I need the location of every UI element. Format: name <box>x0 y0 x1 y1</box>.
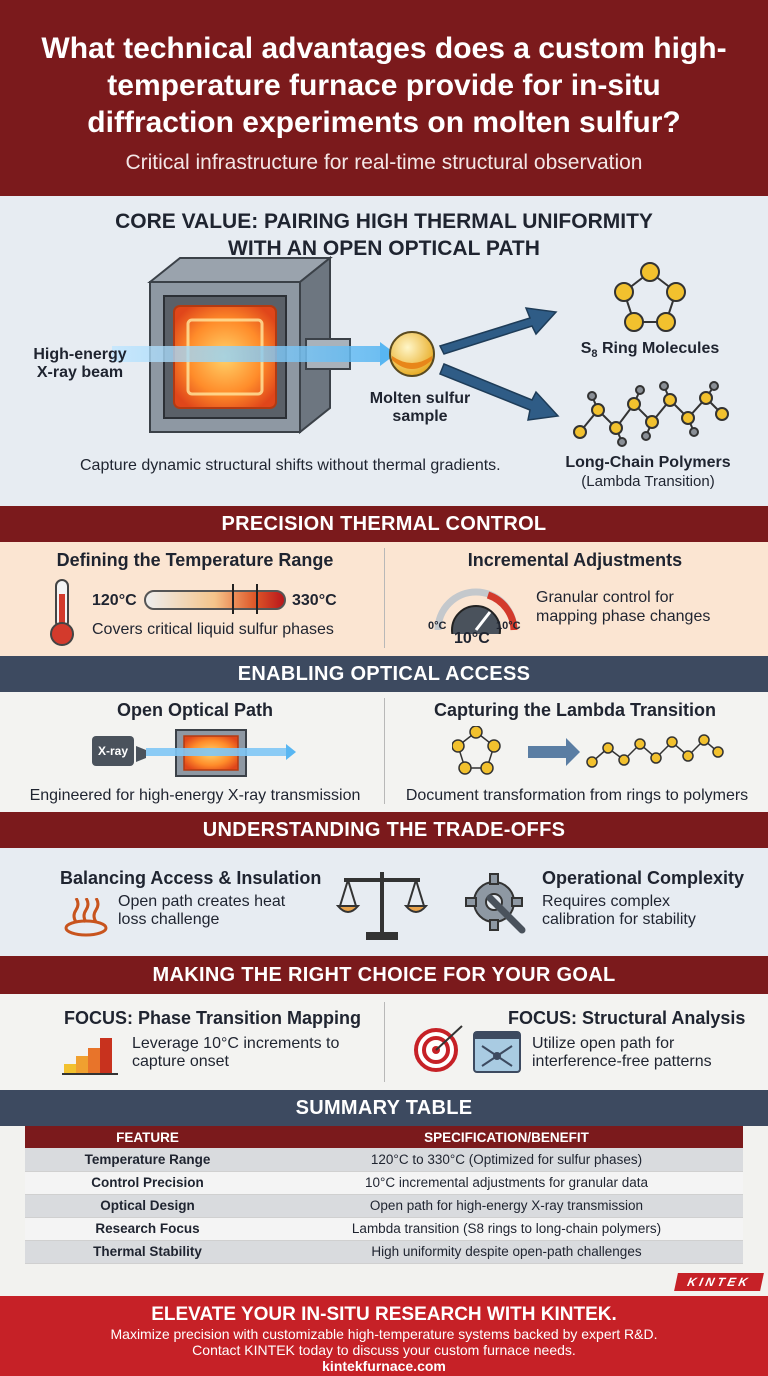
arrow-to-rings <box>438 307 558 355</box>
focus-mapping-title: FOCUS: Phase Transition Mapping <box>64 1008 362 1028</box>
balancing-text-2: loss challenge <box>118 911 220 928</box>
choice-section: FOCUS: Phase Transition Mapping Leverage… <box>0 994 768 1090</box>
header: What technical advantages does a custom … <box>0 0 768 196</box>
focus-mapping-text-2: capture onset <box>132 1053 229 1070</box>
thermal-band: PRECISION THERMAL CONTROL <box>0 506 768 542</box>
incremental-text-2: mapping phase changes <box>536 608 711 625</box>
s8-ring-icon <box>614 262 686 332</box>
arrow-to-polymers <box>439 363 560 421</box>
table-cell-feature: Optical Design <box>25 1194 270 1218</box>
polymer-label: Long-Chain Polymers <box>565 454 731 471</box>
divider <box>384 548 385 648</box>
table-row: Control Precision 10°C incremental adjus… <box>25 1171 743 1195</box>
table-cell-spec: 10°C incremental adjustments for granula… <box>270 1171 743 1195</box>
incremental-title: Incremental Adjustments <box>467 550 683 570</box>
dial-max: 10°C <box>496 620 521 632</box>
temp-range-title: Defining the Temperature Range <box>56 550 334 570</box>
dial-value: 10°C <box>454 630 490 647</box>
table-row: Research Focus Lambda transition (S8 rin… <box>25 1217 743 1241</box>
table-row: Temperature Range 120°C to 330°C (Optimi… <box>25 1148 743 1172</box>
balancing-title: Balancing Access & Insulation <box>60 868 322 888</box>
focus-mapping-text-1: Leverage 10°C increments to <box>132 1035 340 1052</box>
focus-structural-title: FOCUS: Structural Analysis <box>508 1008 746 1028</box>
footer-cta: ELEVATE YOUR IN-SITU RESEARCH WITH KINTE… <box>0 1296 768 1376</box>
page-title: What technical advantages does a custom … <box>41 32 727 139</box>
mini-furnace-icon <box>136 729 296 777</box>
core-title-line2: WITH AN OPEN OPTICAL PATH <box>228 237 540 260</box>
table-row: Thermal Stability High uniformity despit… <box>25 1240 743 1264</box>
focus-structural-text-2: interference-free patterns <box>532 1053 712 1070</box>
complexity-title: Operational Complexity <box>542 868 745 888</box>
furnace-diagram <box>112 255 729 447</box>
table-cell-feature: Thermal Stability <box>25 1240 270 1264</box>
xray-source-box: X-ray <box>92 736 134 766</box>
balancing-text-1: Open path creates heat <box>118 893 286 910</box>
polymer-chain-icon <box>573 381 729 447</box>
table-cell-spec: Lambda transition (S8 rings to long-chai… <box>270 1217 743 1241</box>
core-caption: Capture dynamic structural shifts withou… <box>80 457 501 474</box>
footer-website-link[interactable]: kintekfurnace.com <box>322 1358 446 1374</box>
page-subtitle: Critical infrastructure for real-time st… <box>125 151 643 174</box>
target-and-pattern-icon <box>414 1025 521 1073</box>
choice-band: MAKING THE RIGHT CHOICE FOR YOUR GOAL <box>0 956 768 994</box>
divider <box>384 1002 385 1082</box>
summary-table: FEATURE SPECIFICATION/BENEFIT Temperatur… <box>25 1126 743 1264</box>
column-header-feature: FEATURE <box>25 1126 270 1148</box>
xray-beam <box>112 346 380 362</box>
summary-band: SUMMARY TABLE <box>0 1090 768 1126</box>
footer-line-1: Maximize precision with customizable hig… <box>110 1326 658 1342</box>
dial-min: 0°C <box>428 620 447 632</box>
summary-section: FEATURE SPECIFICATION/BENEFIT Temperatur… <box>0 1126 768 1296</box>
table-cell-feature: Research Focus <box>25 1217 270 1241</box>
polymer-sublabel: (Lambda Transition) <box>581 473 715 490</box>
focus-structural-text-1: Utilize open path for <box>532 1035 675 1052</box>
temperature-range-bar <box>144 584 286 614</box>
footer-headline: ELEVATE YOUR IN-SITU RESEARCH WITH KINTE… <box>151 1304 617 1325</box>
temp-range-text: Covers critical liquid sulfur phases <box>92 621 334 638</box>
range-min: 120°C <box>92 592 137 609</box>
beam-label: High-energy X-ray beam <box>33 346 127 381</box>
table-cell-spec: Open path for high-energy X-ray transmis… <box>270 1194 743 1218</box>
footer-line-2: Contact KINTEK today to discuss your cus… <box>192 1342 576 1358</box>
core-value-section: CORE VALUE: PAIRING HIGH THERMAL UNIFORM… <box>0 196 768 506</box>
table-cell-feature: Temperature Range <box>25 1148 270 1172</box>
sulfur-sample-icon <box>389 331 435 377</box>
column-header-spec: SPECIFICATION/BENEFIT <box>270 1126 743 1148</box>
staircase-chart-icon <box>62 1038 118 1075</box>
lambda-title: Capturing the Lambda Transition <box>433 700 716 720</box>
s8-label: S8 Ring Molecules <box>580 340 720 361</box>
core-title-line1: CORE VALUE: PAIRING HIGH THERMAL UNIFORM… <box>115 210 653 233</box>
heat-loss-icon <box>64 898 108 937</box>
table-cell-spec: 120°C to 330°C (Optimized for sulfur pha… <box>270 1148 743 1172</box>
table-cell-spec: High uniformity despite open-path challe… <box>270 1240 743 1264</box>
ring-to-polymer-icon <box>452 726 724 775</box>
optical-band: ENABLING OPTICAL ACCESS <box>0 656 768 692</box>
thermometer-icon <box>50 579 74 646</box>
divider <box>384 698 385 804</box>
balance-scale-icon <box>336 872 428 940</box>
open-path-title: Open Optical Path <box>116 700 274 720</box>
gear-wrench-icon <box>465 873 526 934</box>
incremental-text-1: Granular control for <box>536 589 674 606</box>
table-header-row: FEATURE SPECIFICATION/BENEFIT <box>25 1126 743 1148</box>
complexity-text-2: calibration for stability <box>542 911 696 928</box>
dial-icon <box>434 588 518 634</box>
tradeoffs-section: Balancing Access & Insulation Open path … <box>0 848 768 956</box>
thermal-section: Defining the Temperature Range 120°C 330… <box>0 542 768 656</box>
table-row: Optical Design Open path for high-energy… <box>25 1194 743 1218</box>
complexity-text-1: Requires complex <box>542 893 671 910</box>
range-max: 330°C <box>292 592 337 609</box>
open-path-text: Engineered for high-energy X-ray transmi… <box>29 787 361 804</box>
tradeoffs-band: UNDERSTANDING THE TRADE-OFFS <box>0 812 768 848</box>
lambda-text: Document transformation from rings to po… <box>405 787 749 804</box>
table-cell-feature: Control Precision <box>25 1171 270 1195</box>
furnace-icon <box>147 255 351 435</box>
kintek-logo: KINTEK <box>674 1273 764 1291</box>
sample-label: Molten sulfur sample <box>369 390 471 425</box>
optical-section: Open Optical Path X-ray Engineered for h… <box>0 692 768 812</box>
